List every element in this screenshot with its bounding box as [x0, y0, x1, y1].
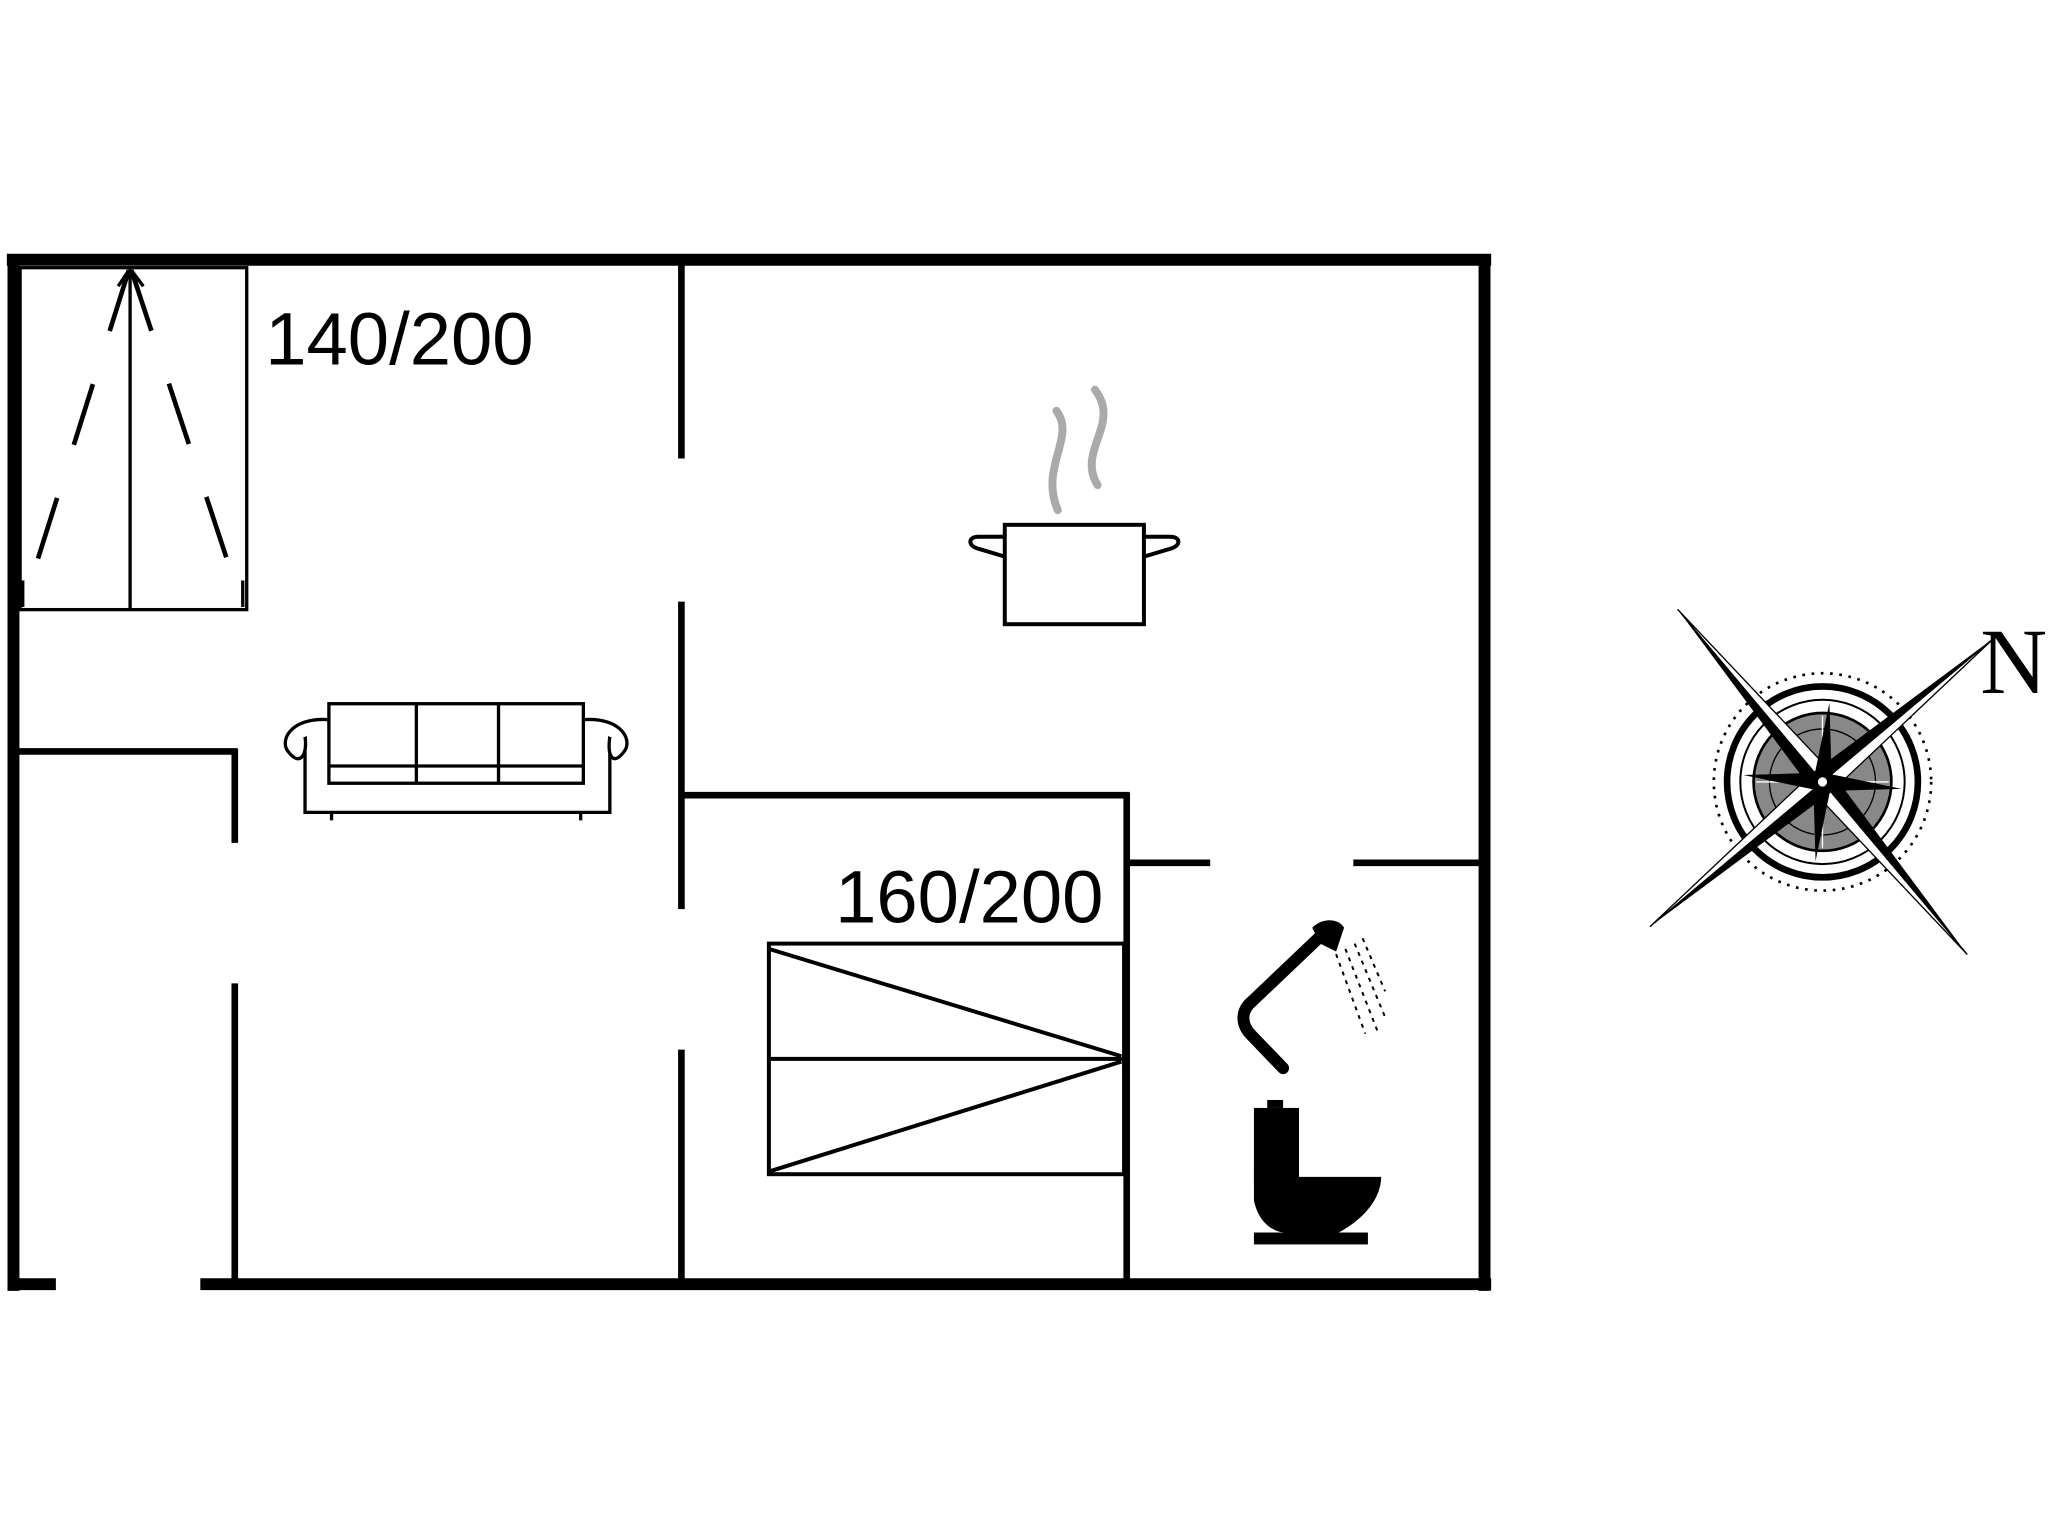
compass-north-label: N	[1980, 611, 2047, 714]
toilet-icon	[1253, 1099, 1382, 1245]
bunk-bed-diagonals	[20, 269, 245, 608]
shower-head	[1312, 920, 1345, 952]
bunk-bed-arrows	[21, 269, 245, 607]
pot-left-handle	[968, 534, 1006, 559]
toilet-lid-top	[1267, 1099, 1284, 1108]
exterior-walls	[6, 253, 1492, 1291]
double-bed-icon	[766, 941, 1127, 1177]
compass-main-points	[1649, 608, 1996, 955]
compass-rose-icon	[1649, 608, 1996, 955]
shower-icon	[1237, 920, 1388, 1075]
bunk-bed-frame	[18, 266, 249, 612]
double-bed-size-label: 160/200	[835, 855, 1103, 938]
sofa-left-arm	[283, 717, 329, 761]
compass-minor-points	[1743, 702, 1902, 862]
sofa-icon	[283, 702, 629, 821]
pot-body	[1002, 522, 1146, 627]
bunk-bed-size-label: 140/200	[265, 297, 533, 380]
pot-right-handle	[1143, 534, 1181, 559]
shower-water	[1335, 937, 1388, 1035]
sofa-right-arm	[583, 717, 629, 761]
interior-walls	[17, 265, 1481, 1281]
sofa-back	[327, 702, 586, 785]
toilet-base	[1253, 1232, 1368, 1245]
cooking-pot-icon	[968, 385, 1181, 627]
toilet-bowl	[1253, 1166, 1382, 1233]
bunk-bed-icon	[18, 266, 249, 612]
steam-icon	[1048, 385, 1108, 515]
shower-handle	[1237, 921, 1336, 1075]
